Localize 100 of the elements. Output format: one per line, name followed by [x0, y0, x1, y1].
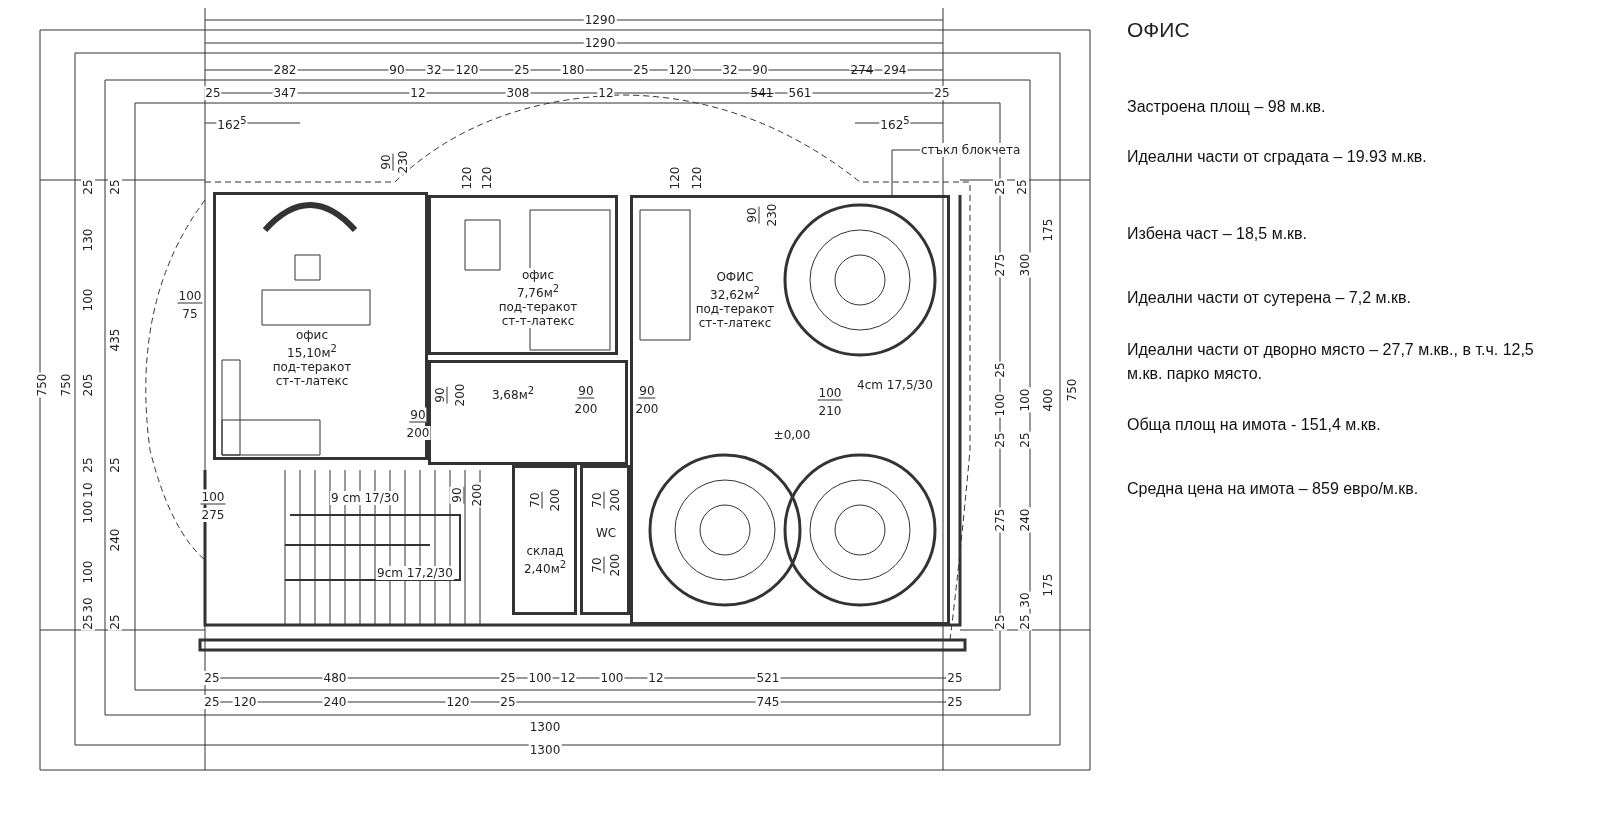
- dimension-value: 25: [946, 695, 964, 709]
- dimension-value: 25: [204, 86, 222, 100]
- dimension-value: 240: [322, 695, 348, 709]
- dimension-value: 162$^{5}$: [216, 114, 248, 132]
- page-title: ОФИС: [1127, 18, 1190, 42]
- dimension-value: 100: [177, 288, 203, 304]
- dimension-value: 282: [272, 63, 298, 77]
- dimension-value: 10: [81, 481, 95, 499]
- dimension-value: 120: [460, 165, 474, 191]
- dimension-value: 90: [638, 383, 656, 399]
- property-info-text: Идеални части от дворно място – 27,7 м.кв., в т.ч. 12,5 м.кв. парко място.: [1127, 340, 1535, 384]
- dimension-value: 240: [1018, 507, 1032, 533]
- dimension-value: 25: [993, 431, 1007, 449]
- dimension-value: 750: [59, 372, 73, 398]
- property-info-text: Идеални части от сутерена – 7,2 м.кв.: [1127, 288, 1412, 308]
- dimension-value: 100: [993, 392, 1007, 418]
- dimension-value: 25: [993, 613, 1007, 631]
- dimension-value: 200: [453, 382, 467, 408]
- dimension-value: 200: [548, 487, 562, 513]
- dimension-value: 162$^{5}$: [879, 114, 911, 132]
- dimension-value: 175: [1041, 217, 1055, 243]
- dimension-value: 25: [933, 86, 951, 100]
- dimension-value: 25: [1018, 613, 1032, 631]
- room-label: ст-т-латекс: [501, 314, 575, 328]
- room-outline: [213, 192, 428, 460]
- dimension-value: 745: [755, 695, 781, 709]
- dimension-value: 120: [232, 695, 258, 709]
- dimension-value: 435: [108, 327, 122, 353]
- dimension-value: 90: [744, 206, 760, 224]
- dimension-value: 100: [599, 671, 625, 685]
- dimension-value: 120: [454, 63, 480, 77]
- property-info-text: Идеални части от сградата – 19.93 м.кв.: [1127, 147, 1428, 167]
- dimension-value: 180: [560, 63, 586, 77]
- dimension-value: 25: [632, 63, 650, 77]
- dimension-value: 25: [108, 456, 122, 474]
- dimension-value: 275: [993, 507, 1007, 533]
- dimension-value: 1300: [528, 743, 562, 757]
- dimension-value: 200: [634, 402, 660, 416]
- dimension-value: 275: [200, 508, 226, 522]
- dimension-value: 100: [527, 671, 553, 685]
- dimension-value: 70: [589, 556, 605, 574]
- plan-note: 9 cm 17/30: [329, 491, 401, 505]
- plan-note: 9cm 17,2/30: [376, 566, 454, 580]
- dimension-value: 205: [81, 372, 95, 398]
- dimension-value: 90: [432, 386, 448, 404]
- dimension-value: 32: [721, 63, 739, 77]
- dimension-value: 274: [849, 63, 875, 77]
- dimension-value: 25: [499, 671, 517, 685]
- dimension-value: ±0,00: [772, 428, 812, 442]
- dimension-value: 541: [749, 86, 775, 100]
- dimension-value: 25: [993, 361, 1007, 379]
- dimension-value: 210: [817, 404, 843, 418]
- dimension-value: 240: [108, 527, 122, 553]
- dimension-value: 294: [882, 63, 908, 77]
- dimension-value: 750: [1065, 377, 1079, 403]
- dimension-value: 400: [1041, 387, 1055, 413]
- dimension-value: 12: [597, 86, 615, 100]
- dimension-value: 90: [449, 486, 465, 504]
- dimension-value: 100: [200, 489, 226, 505]
- dimension-value: 120: [445, 695, 471, 709]
- dimension-value: 230: [396, 149, 410, 175]
- dimension-value: 25: [81, 178, 95, 196]
- room-outline: [428, 195, 618, 355]
- dimension-value: 30: [81, 596, 95, 614]
- dimension-value: 308: [505, 86, 531, 100]
- dimension-value: 200: [608, 487, 622, 513]
- dimension-value: 100: [1018, 387, 1032, 413]
- dimension-value: 32: [425, 63, 443, 77]
- dimension-value: 120: [690, 165, 704, 191]
- room-label: ОФИС: [716, 270, 754, 284]
- room-label: офис: [296, 328, 328, 342]
- dimension-value: 480: [322, 671, 348, 685]
- dimension-value: 1300: [528, 720, 562, 734]
- dimension-value: 200: [470, 482, 484, 508]
- dimension-value: 25: [993, 178, 1007, 196]
- dimension-value: 1290: [583, 13, 617, 27]
- dimension-value: 90: [388, 63, 406, 77]
- dimension-value: 100: [81, 499, 95, 525]
- dimension-value: 175: [1041, 572, 1055, 598]
- dimension-value: 12: [647, 671, 665, 685]
- dimension-value: 25: [81, 456, 95, 474]
- dimension-value: 120: [667, 63, 693, 77]
- dimension-value: 70: [589, 491, 605, 509]
- property-info-text: Средна цена на имота – 859 евро/м.кв.: [1127, 479, 1420, 499]
- leader-line: [891, 149, 921, 196]
- room-label: 3,68м$^{2}$: [491, 384, 535, 402]
- room-label: 2,40м$^{2}$: [523, 558, 567, 576]
- property-info-text: Обща площ на имота - 151,4 м.кв.: [1127, 415, 1382, 435]
- dimension-value: 12: [559, 671, 577, 685]
- dimension-value: 120: [668, 165, 682, 191]
- dimension-value: 200: [608, 552, 622, 578]
- room-label: 7,76м$^{2}$: [516, 282, 560, 300]
- dimension-value: 750: [35, 372, 49, 398]
- dimension-value: 100: [81, 559, 95, 585]
- dimension-value: 120: [480, 165, 494, 191]
- dimension-value: 75: [181, 307, 199, 321]
- dimension-value: 25: [203, 695, 221, 709]
- room-label: 15,10м$^{2}$: [287, 342, 337, 360]
- property-info-text: Избена част – 18,5 м.кв.: [1127, 224, 1309, 244]
- dimension-value: 90: [751, 63, 769, 77]
